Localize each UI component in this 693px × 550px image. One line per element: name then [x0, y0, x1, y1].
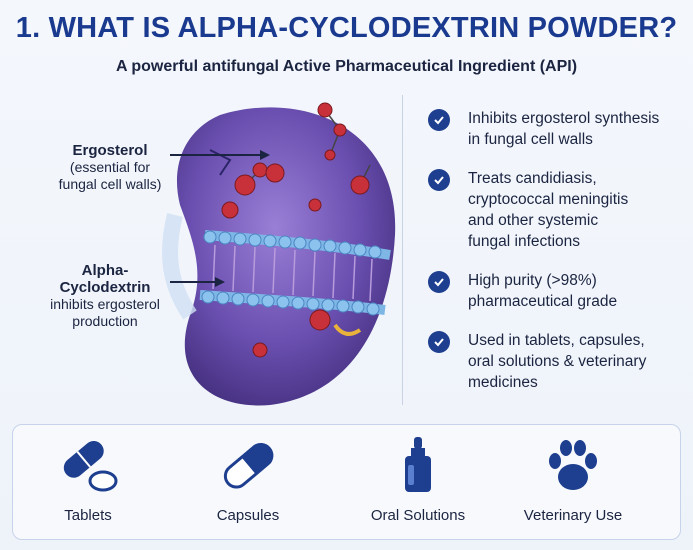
use-oral-solutions: Oral Solutions — [343, 435, 493, 524]
benefit-item: Used in tablets, capsules, oral solution… — [428, 330, 688, 393]
use-tablets: Tablets — [13, 435, 163, 524]
check-icon — [428, 331, 450, 353]
use-label: Tablets — [64, 507, 112, 524]
benefit-item: Inhibits ergosterol synthesis in fungal … — [428, 108, 688, 150]
check-icon — [428, 271, 450, 293]
ergosterol-note: fungal cell walls) — [58, 176, 162, 192]
ergosterol-label: Ergosterol (essential for fungal cell wa… — [40, 142, 180, 193]
cell-membrane-illustration — [162, 102, 396, 406]
usage-panel: Tablets Capsules Oral Solutions Veterina… — [12, 424, 681, 540]
benefit-list: Inhibits ergosterol synthesis in fungal … — [428, 108, 688, 411]
alpha-cyclodextrin-label: Alpha- Cyclodextrin inhibits ergosterol … — [35, 262, 175, 330]
benefit-text: cryptococcal meningitis — [468, 191, 629, 208]
benefit-text: fungal infections — [468, 233, 581, 250]
use-label: Veterinary Use — [523, 507, 623, 524]
ergosterol-note: (essential for — [69, 159, 151, 175]
benefit-text: and other systemic — [468, 212, 599, 229]
use-capsules: Capsules — [173, 435, 323, 524]
ergosterol-arrow — [170, 150, 270, 160]
use-label: Oral Solutions — [370, 507, 466, 524]
benefit-text: pharmaceutical grade — [468, 293, 618, 310]
page-title: 1. WHAT IS ALPHA-CYCLODEXTRIN POWDER? — [15, 12, 678, 44]
capsule-icon — [223, 442, 274, 489]
tablets-icon — [63, 441, 118, 492]
alpha-note: production — [72, 313, 138, 329]
benefit-item: High purity (>98%) pharmaceutical grade — [428, 270, 688, 312]
use-veterinary: Veterinary Use — [498, 435, 648, 524]
benefit-text: medicines — [468, 374, 538, 391]
check-icon — [428, 169, 450, 191]
ergosterol-title: Ergosterol — [72, 142, 148, 159]
paw-icon — [549, 440, 597, 490]
benefit-text: High purity (>98%) — [468, 272, 597, 289]
benefit-text: Treats candidiasis, — [468, 170, 597, 187]
use-label: Capsules — [216, 507, 280, 524]
alpha-title-2: Cyclodextrin — [59, 279, 151, 296]
benefit-text: Inhibits ergosterol synthesis — [468, 110, 660, 127]
alpha-cyclodextrin-arrow — [170, 277, 225, 287]
alpha-note: inhibits ergosterol — [50, 296, 160, 312]
benefit-item: Treats candidiasis, cryptococcal meningi… — [428, 168, 688, 252]
benefit-text: oral solutions & veterinary — [468, 353, 647, 370]
divider — [402, 95, 403, 405]
benefit-text: Used in tablets, capsules, — [468, 332, 645, 349]
benefit-text: in fungal cell walls — [468, 131, 593, 148]
page-subtitle: A powerful antifungal Active Pharmaceuti… — [115, 58, 578, 75]
dropper-bottle-icon — [405, 437, 431, 492]
alpha-title-1: Alpha- — [81, 262, 129, 279]
check-icon — [428, 109, 450, 131]
